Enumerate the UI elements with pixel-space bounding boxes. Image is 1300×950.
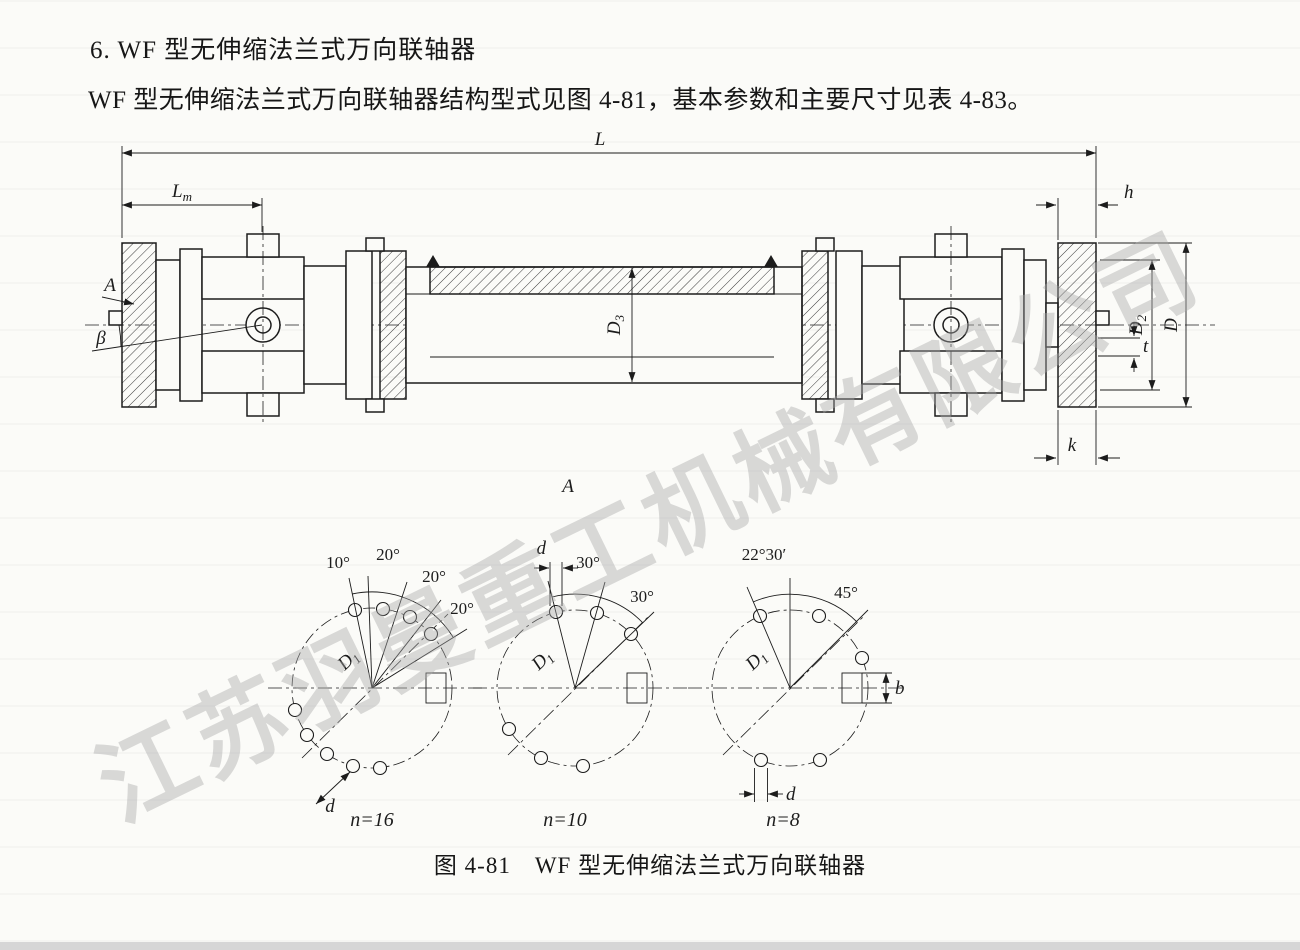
- label-L: L: [594, 129, 606, 150]
- angle-label: 10°: [326, 553, 350, 572]
- bolt-count: n=8: [766, 809, 800, 831]
- dim-h: h: [1036, 182, 1134, 240]
- dim-beta: β: [91, 324, 263, 352]
- label-k: k: [1068, 435, 1077, 456]
- dim-L: L: [121, 129, 1097, 238]
- scan-edge-bottom: [0, 942, 1300, 950]
- label-D1: D1: [527, 645, 558, 676]
- shaft-assembly-drawing: L Lm h β A D3: [85, 129, 1215, 497]
- section-heading: 6. WF 型无伸缩法兰式万向联轴器: [90, 37, 477, 64]
- label-D1: D1: [741, 645, 772, 676]
- label-d: d: [537, 538, 547, 559]
- dim-k: k: [1034, 410, 1120, 465]
- dim-Lm: Lm: [122, 181, 263, 232]
- label-D3: D3: [604, 314, 627, 336]
- label-d: d: [786, 784, 796, 805]
- label-t: t: [1143, 336, 1149, 357]
- figure-caption: 图 4-81 WF 型无伸缩法兰式万向联轴器: [433, 853, 867, 878]
- weld-mark-right: [764, 255, 778, 267]
- dim-D3: D3: [604, 268, 636, 382]
- left-universal-joint: [179, 226, 347, 424]
- dim-D: D: [1098, 242, 1192, 408]
- flange-view-1: 10° 20° 20° 20° D1 d n=16: [268, 545, 486, 831]
- angle-label: 30°: [576, 553, 600, 572]
- label-A-section: A: [102, 275, 116, 296]
- angle-label: 20°: [376, 545, 400, 564]
- flange-view-2: 30° 30° D1 d n=10: [473, 538, 687, 831]
- angle-label: 20°: [422, 567, 446, 586]
- angle-label: 45°: [834, 583, 858, 602]
- body-paragraph: WF 型无伸缩法兰式万向联轴器结构型式见图 4-81，基本参数和主要尺寸见表 4…: [88, 87, 1033, 114]
- label-D1: D1: [333, 645, 364, 676]
- label-Lm: Lm: [171, 181, 192, 204]
- right-universal-joint: [861, 226, 1059, 424]
- shaft-tube: [345, 237, 863, 413]
- right-flange: [1057, 242, 1110, 408]
- label-d: d: [325, 796, 335, 817]
- angle-label: 22°30′: [742, 545, 787, 564]
- label-beta: β: [95, 328, 106, 349]
- bolt-count: n=10: [543, 809, 587, 831]
- angle-label: 20°: [450, 599, 474, 618]
- label-h: h: [1124, 182, 1134, 203]
- dim-t: t: [1098, 322, 1149, 372]
- bolt-count: n=16: [350, 809, 394, 831]
- label-view-A: A: [560, 476, 574, 497]
- section-arrow-A: A: [101, 275, 135, 306]
- label-b: b: [895, 678, 905, 699]
- label-D: D: [1161, 318, 1182, 333]
- angle-label: 30°: [630, 587, 654, 606]
- label-D2: D2: [1126, 314, 1149, 336]
- left-flange: [108, 242, 181, 408]
- flange-view-3: 22°30′ 45° D1 d b n=8: [688, 545, 905, 831]
- weld-mark-left: [426, 255, 440, 267]
